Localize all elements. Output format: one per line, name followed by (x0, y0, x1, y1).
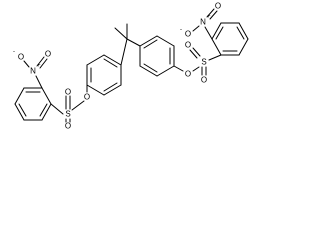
bond-o-s-left (71, 100, 85, 111)
sulfur-left: S (65, 110, 70, 119)
nitro-oxygen-right-charge: - (180, 27, 182, 33)
nitrogen-left: N (30, 67, 36, 76)
isopropylidene-bridge (114, 23, 141, 66)
right-phenylene-ring (139, 35, 175, 77)
bond-s-aryl-right (208, 54, 222, 61)
nitro-oxygen-left-charge: - (13, 49, 15, 55)
sulfonyl-oxygen-left-top: O (65, 88, 71, 97)
bond-o-s-right (192, 66, 200, 72)
sulfonyl-oxygen-right-bottom: O (201, 76, 207, 85)
bond-ring-n-left (35, 75, 43, 89)
nitro-oxygen-right-double: O (215, 2, 221, 11)
sulfonyl-oxygen-left-bottom: O (65, 122, 71, 131)
bond-ring-n-right (204, 26, 213, 40)
sulfonyl-oxygen-right-top: O (185, 41, 191, 50)
nitro-oxygen-left-single: O (18, 53, 24, 62)
ester-oxygen-left: O (84, 93, 90, 102)
right-nitrophenyl-ring (211, 22, 249, 56)
nitrogen-right: N (200, 18, 206, 27)
ester-oxygen-right: O (185, 70, 191, 79)
left-nitrophenyl-ring (14, 87, 52, 121)
structure-diagram: O S O O N + O O - O S O O (0, 0, 254, 131)
sulfur-right: S (201, 58, 206, 67)
molecule-drawing: O S O O N + O O - O S O O (13, 2, 249, 131)
bond-ring-to-ester-o-right (173, 65, 184, 72)
nitro-oxygen-right-single: O (185, 30, 191, 39)
nitrogen-left-charge: + (37, 63, 41, 69)
left-phenylene-ring (86, 54, 122, 96)
nitrogen-right-charge: + (207, 14, 211, 20)
nitro-oxygen-left-double: O (45, 50, 51, 59)
bond-s-aryl-left (50, 103, 64, 115)
